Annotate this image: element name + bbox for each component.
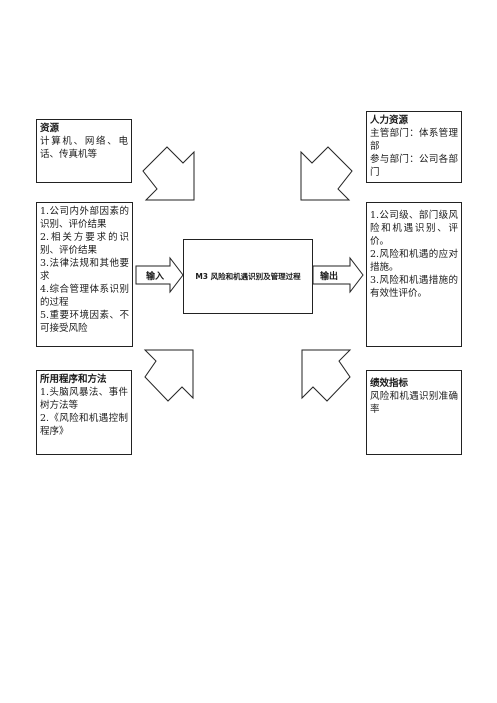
output-item: 2.风险和机遇的应对措施。 — [370, 249, 458, 273]
process-box: M3 风险和机遇识别及管理过程 — [183, 239, 313, 314]
method-item: 2.《风险和机遇控制程序》 — [40, 413, 128, 437]
output-arrow — [312, 256, 364, 294]
input-label: 输入 — [146, 272, 165, 282]
methods-title: 所用程序和方法 — [40, 374, 107, 385]
kpi-text: 风险和机遇识别准确率 — [370, 391, 458, 415]
kpi-box: 绩效指标 风险和机遇识别准确率 — [366, 370, 462, 455]
arrow-hr-to-process — [300, 146, 353, 201]
input-item: 2.相关方要求的识别、评价结果 — [40, 232, 129, 256]
methods-box: 所用程序和方法 1.头脑风暴法、事件树方法等 2.《风险和机遇控制程序》 — [36, 370, 132, 455]
arrow-resources-to-process — [142, 146, 195, 201]
hr-main-dept: 主管部门：体系管理部 — [370, 128, 458, 152]
hr-participating-dept: 参与部门：公司各部门 — [370, 154, 458, 178]
arrow-kpi-to-process — [301, 349, 352, 402]
input-item: 5.重要环境因素、不可接受风险 — [40, 310, 129, 334]
hr-title: 人力资源 — [370, 115, 409, 126]
output-item: 3.风险和机遇措施的有效性评价。 — [370, 275, 458, 299]
outputs-box: 1.公司级、部门级风险和机遇识别、评价。 2.风险和机遇的应对措施。 3.风险和… — [366, 202, 462, 347]
arrow-methods-to-process — [143, 349, 194, 402]
inputs-box: 1.公司内外部因素的识别、评价结果 2.相关方要求的识别、评价结果 3.法律法规… — [36, 202, 133, 347]
process-label: M3 风险和机遇识别及管理过程 — [195, 272, 301, 281]
hr-box: 人力资源 主管部门：体系管理部 参与部门：公司各部门 — [366, 111, 462, 183]
input-item: 1.公司内外部因素的识别、评价结果 — [40, 206, 129, 230]
resources-text: 计算机、网络、电话、传真机等 — [40, 136, 128, 160]
method-item: 1.头脑风暴法、事件树方法等 — [40, 387, 128, 411]
input-arrow — [135, 256, 184, 294]
output-item: 1.公司级、部门级风险和机遇识别、评价。 — [370, 210, 458, 247]
input-item: 4.综合管理体系识别的过程 — [40, 284, 129, 308]
resources-box: 资源 计算机、网络、电话、传真机等 — [36, 119, 132, 183]
output-label: 输出 — [320, 272, 339, 282]
resources-title: 资源 — [40, 123, 60, 134]
kpi-title: 绩效指标 — [370, 378, 409, 389]
input-item: 3.法律法规和其他要求 — [40, 258, 129, 282]
